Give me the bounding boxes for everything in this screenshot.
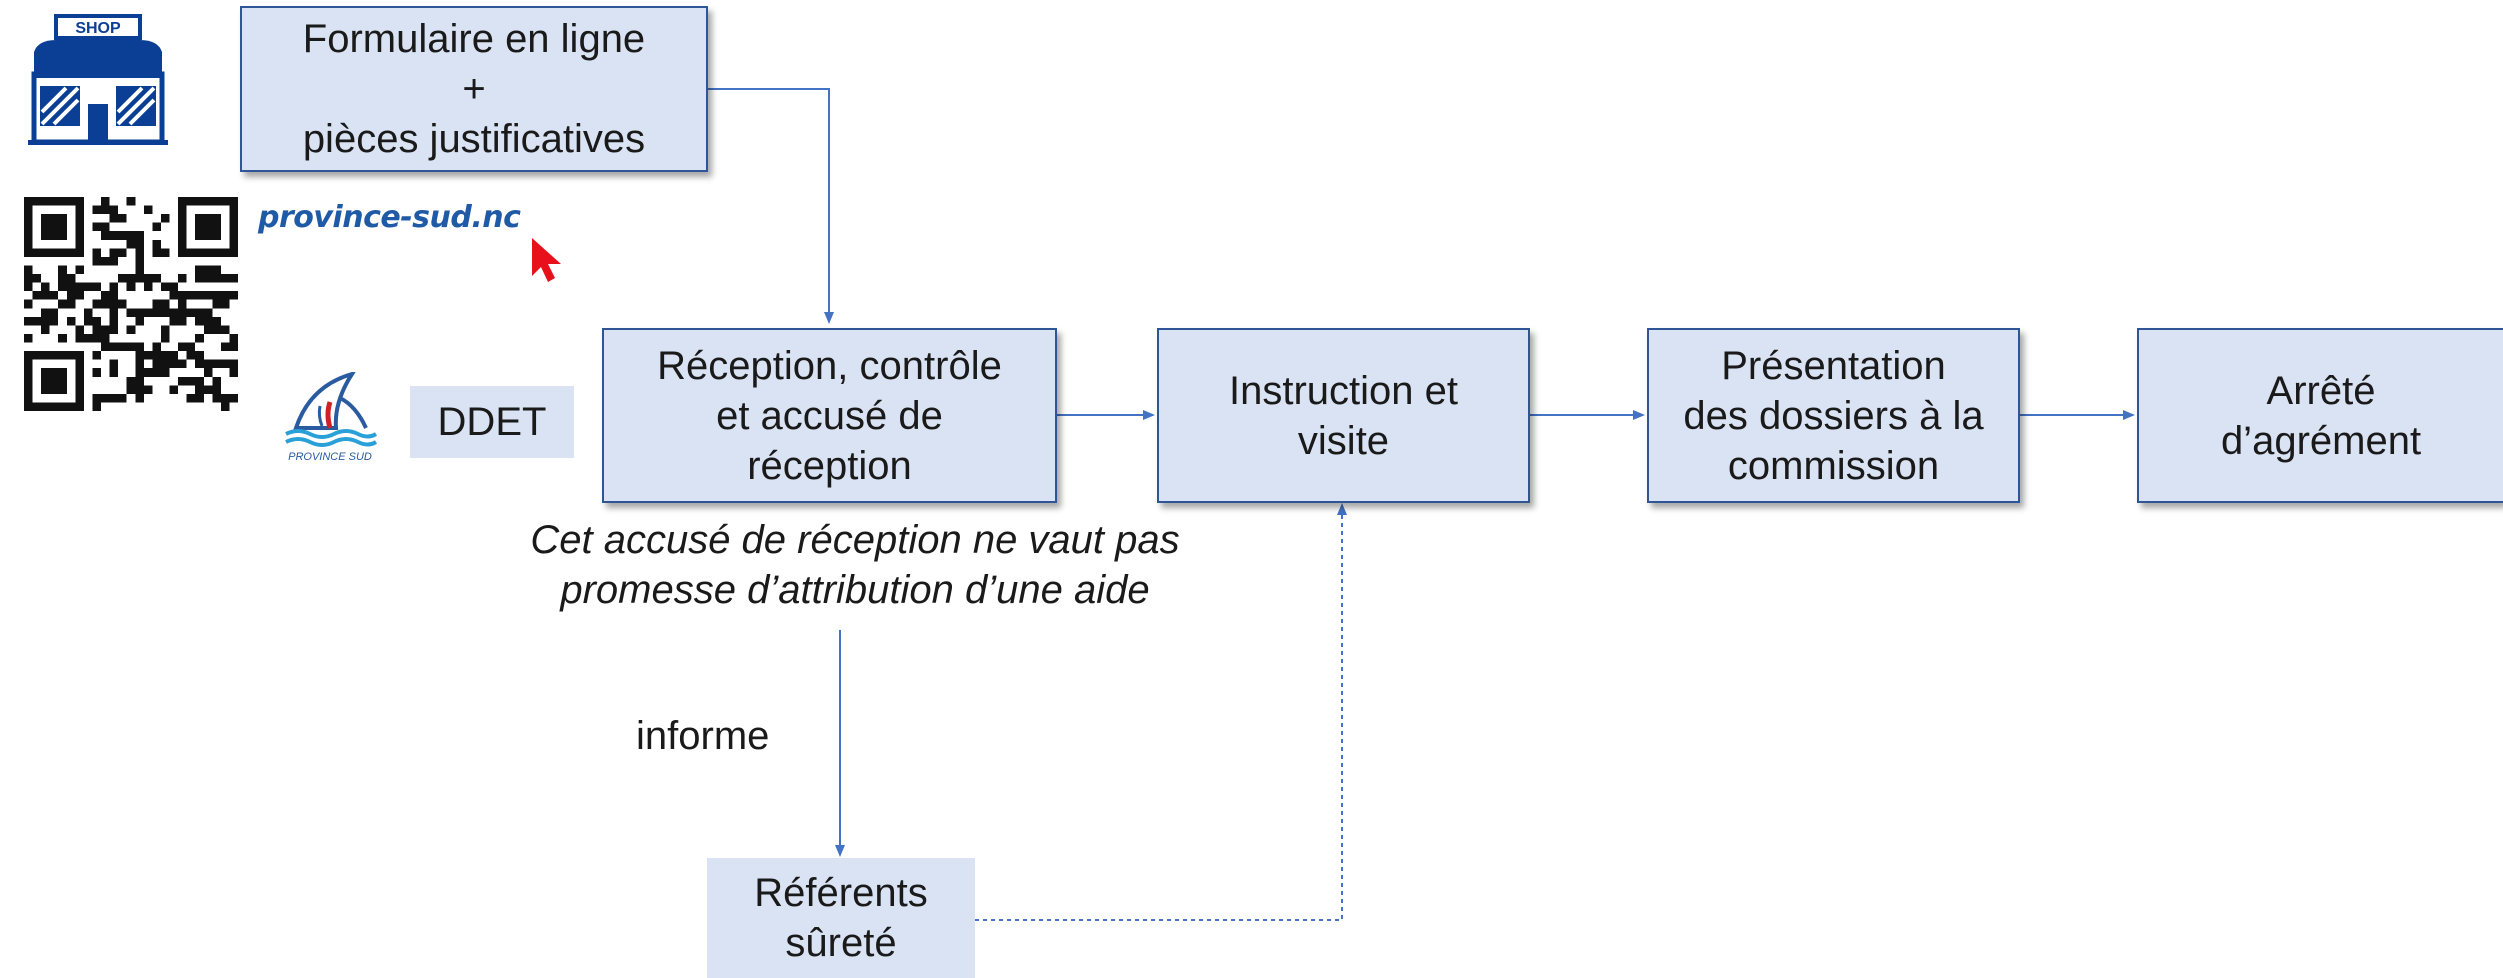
reception-note-line-2: promesse d’attribution d’une aide — [560, 568, 1150, 612]
box-referents-line-2: sûreté — [785, 921, 897, 965]
box-instruction: Instruction et visite — [1157, 328, 1530, 503]
box-presentation-line-1: Présentation — [1721, 343, 1946, 388]
reception-note: Cet accusé de réception ne vaut pas prom… — [500, 515, 1210, 615]
svg-text:SHOP: SHOP — [75, 20, 121, 37]
box-instruction-line-2: visite — [1297, 418, 1390, 463]
box-formulaire-line-1: Formulaire en ligne — [302, 17, 646, 61]
box-referents: Référents sûreté — [707, 858, 975, 978]
cursor-icon — [530, 236, 570, 286]
informe-label: informe — [636, 714, 770, 758]
website-link[interactable]: province-sud.nc — [258, 200, 521, 235]
box-presentation: Présentation des dossiers à la commissio… — [1647, 328, 2020, 503]
box-formulaire-line-3: pièces justificatives — [302, 117, 646, 161]
province-sud-logo: PROVINCE SUD — [282, 370, 378, 464]
box-reception-line-3: réception — [747, 443, 912, 488]
svg-text:PROVINCE SUD: PROVINCE SUD — [288, 451, 372, 463]
box-arrete: Arrêté d’agrément — [2137, 328, 2503, 503]
box-reception-line-2: et accusé de — [716, 393, 943, 438]
connector-formulaire-to-reception — [708, 88, 834, 324]
shop-icon: SHOP — [26, 12, 170, 146]
box-formulaire: Formulaire en ligne + pièces justificati… — [240, 6, 708, 172]
ddet-label: DDET — [410, 386, 574, 458]
box-formulaire-line-2: + — [462, 67, 486, 111]
box-presentation-line-3: commission — [1727, 443, 1940, 488]
reception-note-line-1: Cet accusé de réception ne vaut pas — [530, 518, 1180, 562]
box-arrete-line-2: d’agrément — [2220, 418, 2422, 463]
box-reception: Réception, contrôle et accusé de récepti… — [602, 328, 1057, 503]
connector-referents-to-instruction — [975, 503, 1347, 921]
qr-code[interactable] — [24, 197, 238, 411]
box-referents-line-1: Référents — [754, 871, 928, 915]
box-reception-line-1: Réception, contrôle — [657, 343, 1002, 388]
box-instruction-line-1: Instruction et — [1228, 368, 1458, 413]
box-arrete-line-1: Arrêté — [2266, 368, 2376, 413]
box-presentation-line-2: des dossiers à la — [1683, 393, 1984, 438]
